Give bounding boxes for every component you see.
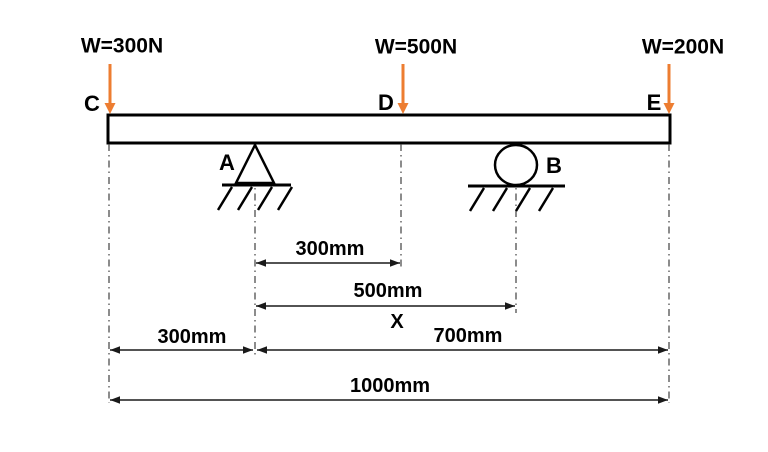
- load-label-w200n: W=200N: [641, 35, 725, 59]
- dim-line-a-b: [256, 302, 515, 310]
- point-label-e: E: [646, 90, 662, 115]
- beam: [106, 113, 672, 145]
- extension-lines: [108, 144, 670, 403]
- support-label-b: B: [546, 153, 562, 178]
- point-label-d: D: [378, 90, 394, 115]
- pin-support-a: [216, 142, 294, 211]
- load-arrow-c: [104, 64, 116, 114]
- load-arrow-d: [397, 64, 409, 114]
- roller-circle: [493, 143, 539, 187]
- load-label-w300n: W=300N: [80, 34, 164, 58]
- dim-line-a-e: [257, 346, 668, 354]
- hatching-a: [216, 186, 294, 211]
- roller-support-b: [468, 143, 565, 212]
- dim-line-c-e: [110, 396, 668, 404]
- dim-line-c-a: [110, 346, 253, 354]
- pin-triangle: [233, 142, 277, 185]
- dim-label-300mm-a-d: 300mm: [295, 238, 365, 260]
- load-arrow-e: [663, 64, 675, 114]
- dim-label-x: X: [390, 311, 404, 333]
- dim-label-1000mm-c-e: 1000mm: [349, 375, 431, 397]
- load-label-w500n: W=500N: [374, 35, 458, 59]
- dim-line-a-d: [256, 259, 400, 267]
- dim-label-500mm-a-b: 500mm: [353, 280, 423, 302]
- support-label-a: A: [219, 150, 235, 175]
- hatching-b: [468, 187, 555, 212]
- point-label-c: C: [84, 91, 100, 116]
- dim-label-700mm-a-e: 700mm: [433, 325, 503, 347]
- dim-label-300mm-c-a: 300mm: [157, 326, 227, 348]
